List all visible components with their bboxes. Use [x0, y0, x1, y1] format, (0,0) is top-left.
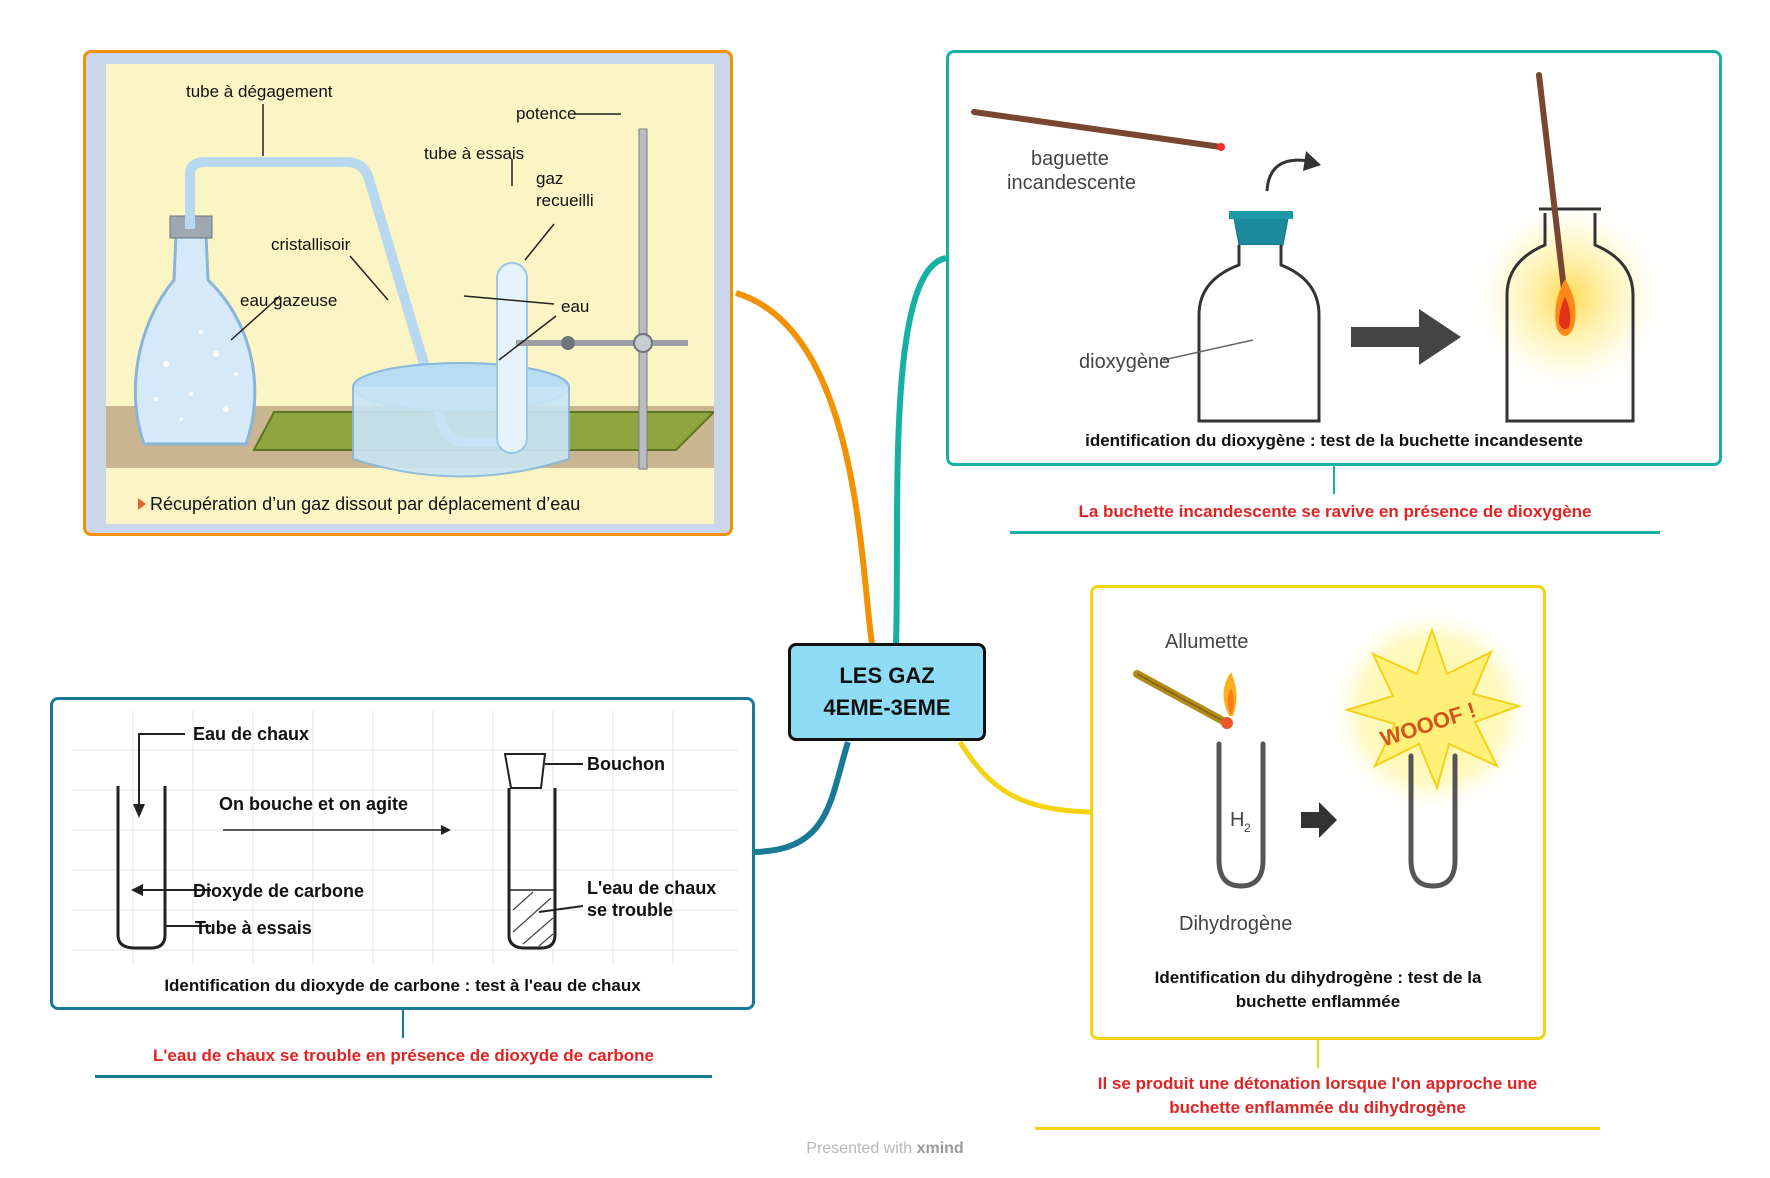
- node-oxygen[interactable]: baguette incandescente dioxygène identif…: [946, 50, 1722, 466]
- hydrogen-note-1[interactable]: Il se produit une détonation lorsque l'o…: [1097, 1074, 1538, 1093]
- label-baguette: baguette: [1031, 148, 1109, 170]
- co2-illustration: Eau de chaux Bouchon On bouche et on agi…: [73, 710, 738, 965]
- oxygen-note[interactable]: La buchette incandescente se ravive en p…: [1078, 502, 1592, 521]
- oxygen-caption: identification du dioxygène : test de la…: [1085, 431, 1583, 450]
- label-eau: eau: [561, 297, 589, 316]
- label-gaz: gaz: [536, 169, 563, 188]
- node-gas-collection[interactable]: tube à dégagement potence tube à essais …: [83, 50, 733, 536]
- label-allumette: Allumette: [1165, 631, 1248, 653]
- glowing-bottle-icon: [1505, 213, 1635, 423]
- test-tube-icon: [1408, 753, 1458, 889]
- label-incandescente: incandescente: [1007, 172, 1136, 194]
- label-h-sub: 2: [1244, 821, 1251, 835]
- test-tube-icon: [496, 262, 528, 454]
- gas-collection-illustration: tube à dégagement potence tube à essais …: [106, 64, 714, 524]
- label-eau-gazeuse: eau gazeuse: [240, 291, 337, 310]
- central-subtitle: 4EME-3EME: [823, 695, 951, 720]
- test-tube-icon: [116, 786, 167, 950]
- label-tube-degagement: tube à dégagement: [186, 82, 333, 101]
- connector-co2: [754, 741, 851, 855]
- node-co2[interactable]: Eau de chaux Bouchon On bouche et on agi…: [50, 697, 755, 1010]
- co2-caption: Identification du dioxyde de carbone : t…: [164, 976, 641, 995]
- test-tube-icon: [1216, 741, 1266, 889]
- connector-gas-collection: [735, 290, 875, 645]
- stand-icon: [638, 128, 648, 470]
- arrow-right-icon: [1351, 309, 1461, 365]
- oxygen-illustration: baguette incandescente dioxygène: [971, 72, 1669, 423]
- hydrogen-illustration: Allumette H 2 Dihydrogène WOOOF !: [1133, 605, 1533, 935]
- explosion-icon: [1343, 626, 1523, 792]
- central-topic[interactable]: LES GAZ 4EME-3EME: [788, 643, 986, 741]
- label-potence: potence: [516, 104, 577, 123]
- connector-hydrogen: [957, 740, 1091, 815]
- reignited-stick-icon: [1536, 72, 1570, 318]
- flask-icon: [133, 232, 257, 446]
- label-dihydrogene: Dihydrogène: [1179, 913, 1292, 935]
- label-tube-essais: Tube à essais: [195, 918, 312, 938]
- label-trouble-2: se trouble: [587, 900, 673, 920]
- label-dioxygene: dioxygène: [1079, 351, 1170, 373]
- bouchon-icon: [503, 753, 547, 789]
- footer-prefix: Presented with: [806, 1140, 913, 1157]
- hydrogen-note-underline: [1035, 1127, 1600, 1130]
- oxygen-note-underline: [1010, 531, 1660, 534]
- gas-collection-caption: Récupération d’un gaz dissout par déplac…: [150, 494, 580, 514]
- connector-oxygen: [893, 255, 947, 645]
- hydrogen-caption-1: Identification du dihydrogène : test de …: [1154, 968, 1482, 987]
- glowing-stick-icon: [971, 109, 1224, 150]
- label-eau-de-chaux: Eau de chaux: [193, 724, 309, 744]
- footer: Presented with xmind: [0, 1140, 1770, 1158]
- co2-note-underline: [95, 1075, 712, 1078]
- label-on-bouche: On bouche et on agite: [219, 794, 408, 814]
- co2-note[interactable]: L'eau de chaux se trouble en présence de…: [153, 1046, 654, 1065]
- label-bouchon: Bouchon: [587, 754, 665, 774]
- label-cristallisoir: cristallisoir: [271, 235, 351, 254]
- central-title: LES GAZ: [839, 663, 935, 688]
- label-dioxyde: Dioxyde de carbone: [193, 881, 364, 901]
- hydrogen-note-2[interactable]: buchette enflammée du dihydrogène: [1169, 1098, 1466, 1117]
- label-h: H: [1230, 809, 1244, 831]
- node-hydrogen[interactable]: Allumette H 2 Dihydrogène WOOOF ! Identi…: [1090, 585, 1546, 1040]
- arrow-right-icon: [1301, 802, 1337, 838]
- label-recueilli: recueilli: [536, 191, 594, 210]
- bottle-icon: [1197, 245, 1321, 423]
- label-tube-essais: tube à essais: [424, 144, 524, 163]
- label-trouble-1: L'eau de chaux: [587, 878, 716, 898]
- footer-brand: xmind: [916, 1140, 964, 1157]
- hydrogen-caption-2: buchette enflammée: [1235, 992, 1401, 1011]
